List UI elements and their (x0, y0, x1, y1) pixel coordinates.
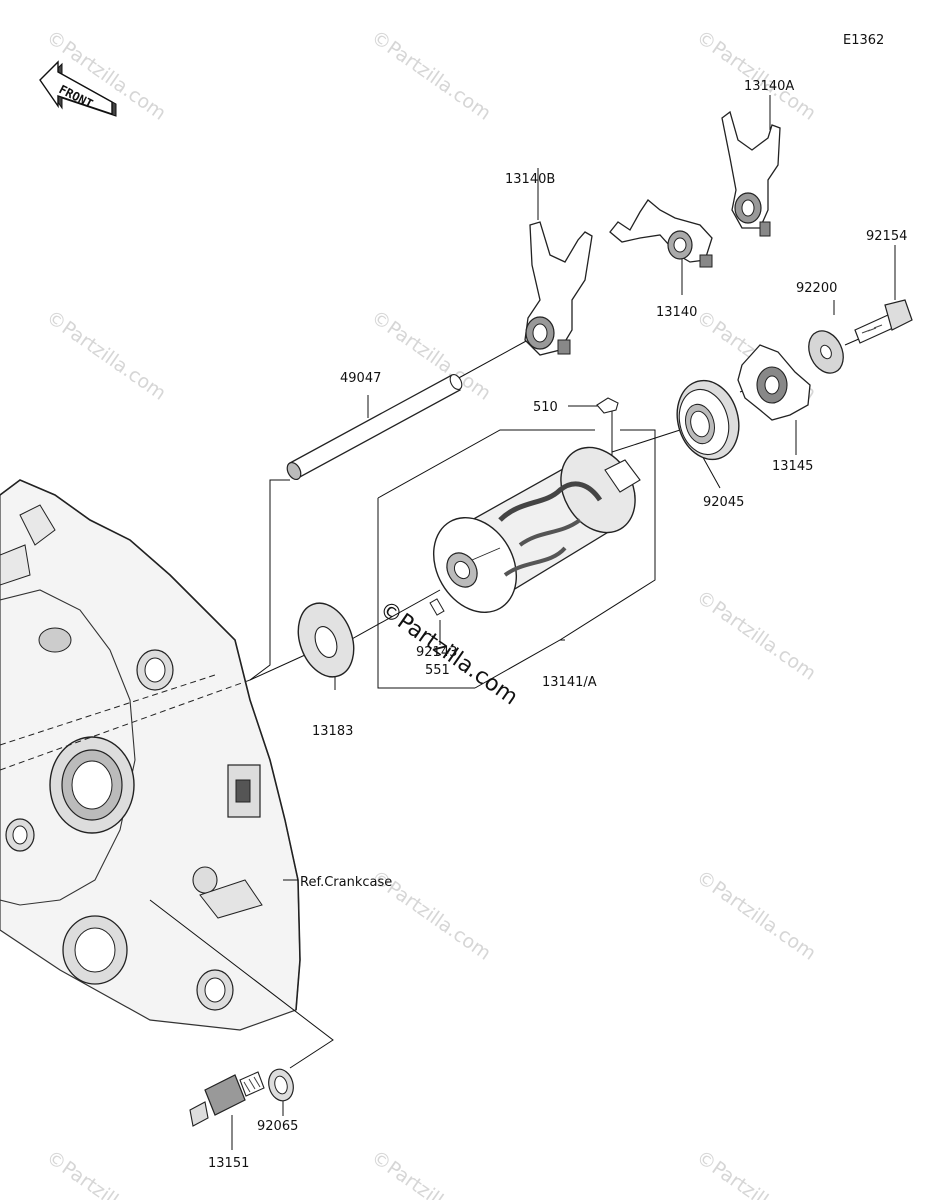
part-92143-pin (429, 598, 445, 616)
part-92065-washer (268, 1068, 294, 1102)
label-92045[interactable]: 92045 (703, 495, 744, 510)
label-551[interactable]: 551 (425, 663, 450, 678)
label-13183[interactable]: 13183 (312, 724, 353, 739)
label-13141A[interactable]: 13141/A (542, 675, 597, 690)
part-13151-neutral-switch (189, 1071, 265, 1127)
watermark: ©Partzilla.com (42, 306, 170, 405)
label-13151[interactable]: 13151 (208, 1156, 249, 1171)
label-13140[interactable]: 13140 (656, 305, 697, 320)
part-13145-drum-cam (737, 344, 811, 421)
diagram-code: E1362 (843, 33, 884, 48)
watermark: ©Partzilla.com (692, 26, 820, 125)
part-labels: 13140A 13140B 13140 92154 92200 49047 51… (208, 79, 907, 1171)
label-13140B[interactable]: 13140B (505, 172, 555, 187)
crankcase (0, 479, 301, 1031)
watermark-center: ©Partzilla.com (375, 596, 523, 710)
part-49047-shift-rod (286, 374, 463, 481)
label-13145[interactable]: 13145 (772, 459, 813, 474)
part-92200-washer (808, 330, 844, 374)
watermark: ©Partzilla.com (692, 586, 820, 685)
axis-line (0, 679, 251, 771)
part-13140-shift-fork (609, 199, 713, 268)
label-92200[interactable]: 92200 (796, 281, 837, 296)
label-92154[interactable]: 92154 (866, 229, 907, 244)
label-92065[interactable]: 92065 (257, 1119, 298, 1134)
watermark: ©Partzilla.com (367, 26, 495, 125)
part-13140B-shift-fork (524, 221, 593, 356)
label-510[interactable]: 510 (533, 400, 558, 415)
label-ref-crankcase[interactable]: Ref.Crankcase (300, 875, 392, 890)
front-arrow-icon: FRONT (39, 60, 117, 117)
part-13141A-shift-drum (432, 446, 641, 613)
part-13183-washer (297, 602, 355, 678)
label-13140A[interactable]: 13140A (744, 79, 794, 94)
watermark: ©Partzilla.com (692, 866, 820, 965)
watermark: ©Partzilla.com (367, 1146, 495, 1200)
part-92045-bearing (676, 379, 740, 461)
watermark: ©Partzilla.com (42, 1146, 170, 1200)
part-92154-bolt (854, 299, 913, 344)
label-92143[interactable]: 92143 (416, 645, 457, 660)
part-13140A-shift-fork (721, 110, 781, 237)
axis-line (0, 674, 216, 746)
leader-lines (149, 95, 896, 1150)
part-510-key (596, 397, 619, 414)
label-49047[interactable]: 49047 (340, 371, 381, 386)
watermark: ©Partzilla.com (692, 1146, 820, 1200)
